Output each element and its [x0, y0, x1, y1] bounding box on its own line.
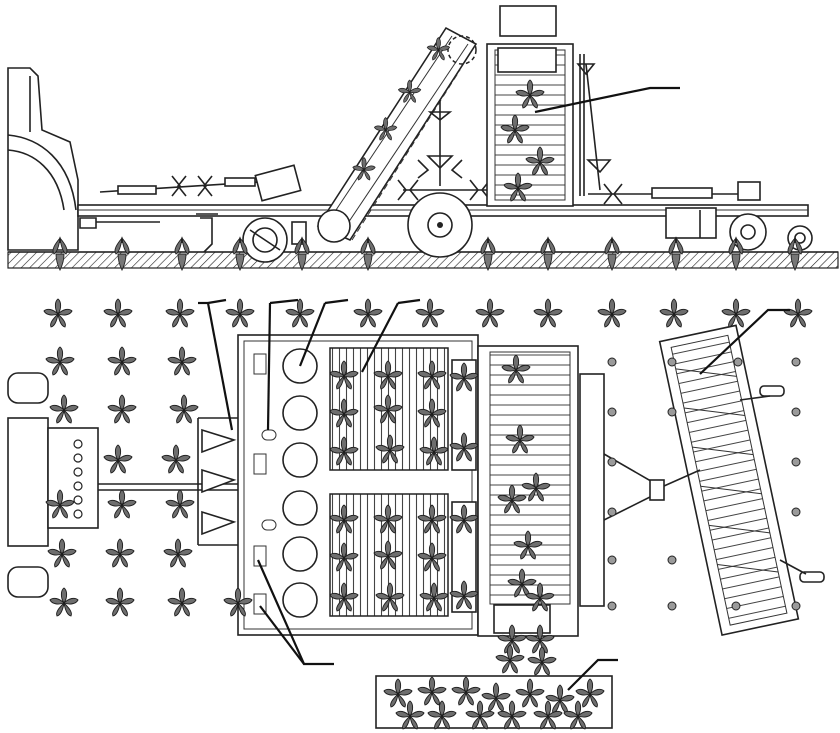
tractor-plan	[7, 372, 240, 598]
ground-surface	[7, 251, 839, 269]
field-markers	[607, 357, 801, 611]
tractor-rear	[7, 67, 79, 251]
hydraulic-cylinders	[417, 63, 612, 191]
conveyor-support-struts	[603, 385, 825, 583]
inclined-elevator	[316, 26, 478, 243]
longitudinal-conveyor	[477, 345, 605, 637]
plan-view	[7, 298, 825, 730]
cleaning-turbines	[282, 348, 318, 618]
hopper-box-lower	[497, 47, 557, 73]
hopper-box-top	[499, 5, 557, 37]
leader-vertical-conveyor	[534, 86, 680, 114]
centre-wheel	[407, 192, 473, 258]
leader-lines	[198, 298, 790, 691]
side-view	[7, 5, 839, 271]
vertical-conveyor	[486, 5, 585, 207]
discharge-conveyor	[658, 324, 800, 636]
